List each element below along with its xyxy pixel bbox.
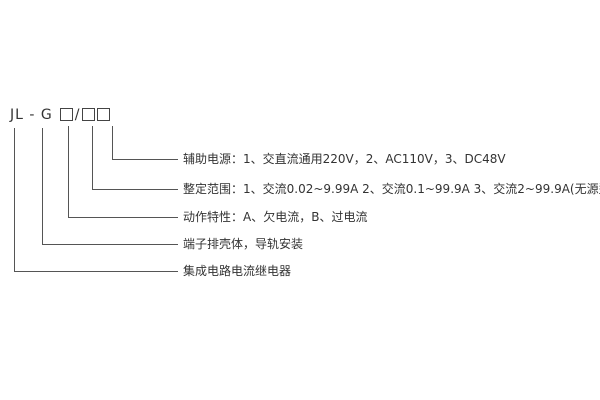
model-box-setting-range xyxy=(82,107,96,121)
model-designation: JL - G / xyxy=(10,106,111,124)
connector-hline-aux-power xyxy=(112,159,178,160)
connector-hline-action-type xyxy=(68,217,178,218)
model-box-action-type xyxy=(59,107,73,121)
connector-vline-aux-power xyxy=(112,126,113,159)
connector-hline-housing xyxy=(42,244,178,245)
model-box-aux-power xyxy=(97,107,111,121)
connector-vline-setting-range xyxy=(92,126,93,189)
connector-vline-housing xyxy=(42,128,43,244)
label-setting-range: 整定范围：1、交流0.02~9.99A 2、交流0.1~99.9A 3、交流2~… xyxy=(183,182,600,196)
model-slash: / xyxy=(74,107,81,123)
connector-vline-product-name xyxy=(14,128,15,271)
connector-vline-action-type xyxy=(68,126,69,217)
model-prefix: JL - G xyxy=(10,107,53,123)
label-aux-power: 辅助电源：1、交直流通用220V，2、AC110V，3、DC48V xyxy=(183,152,506,166)
label-product-name: 集成电路电流继电器 xyxy=(183,264,292,278)
connector-hline-product-name xyxy=(14,271,178,272)
connector-hline-setting-range xyxy=(92,189,178,190)
label-action-type: 动作特性：A、欠电流，B、过电流 xyxy=(183,210,368,224)
label-housing: 端子排壳体，导轨安装 xyxy=(183,237,304,251)
